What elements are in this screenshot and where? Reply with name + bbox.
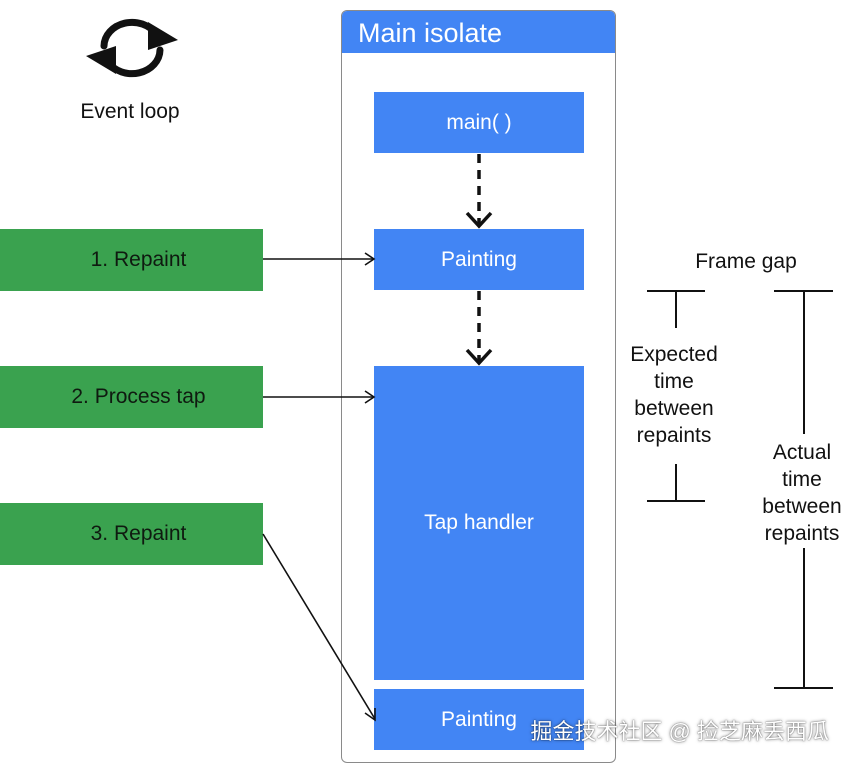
event-repaint-1: 1. Repaint <box>0 229 263 291</box>
watermark: 掘金技术社区 @ 捡芝麻丢西瓜 <box>530 719 829 744</box>
actual-line-1: Actual <box>772 441 832 464</box>
refresh-cycle-icon <box>86 18 178 78</box>
event-process-tap: 2. Process tap <box>0 366 263 428</box>
expected-line-1: Expected <box>630 343 718 366</box>
actual-line-2: time <box>782 468 822 491</box>
main-function-label: main( ) <box>446 110 512 134</box>
main-isolate-frame: Main isolate <box>341 10 616 763</box>
event-label-2: 2. Process tap <box>71 385 206 408</box>
tap-handler-label: Tap handler <box>424 511 534 534</box>
arrow-repaint-3 <box>262 533 376 720</box>
main-isolate-title: Main isolate <box>342 11 615 53</box>
expected-line-3: between <box>634 397 714 420</box>
main-function-block: main( ) <box>374 92 584 153</box>
event-loop-label: Event loop <box>80 100 180 123</box>
actual-line-4: repaints <box>764 522 840 545</box>
expected-line-2: time <box>654 370 694 393</box>
expected-line-4: repaints <box>636 424 712 447</box>
event-label-1: 1. Repaint <box>90 248 187 271</box>
frame-gap-title: Frame gap <box>695 250 797 273</box>
event-repaint-3: 3. Repaint <box>0 503 263 565</box>
actual-line-3: between <box>762 495 842 518</box>
painting-label-1: Painting <box>441 247 517 271</box>
actual-time-label: Actual time between repaints <box>746 439 851 547</box>
painting-label-2: Painting <box>441 707 517 731</box>
dashed-arrowhead-2 <box>465 348 493 366</box>
painting-block-1: Painting <box>374 229 584 290</box>
event-label-3: 3. Repaint <box>90 522 187 545</box>
tap-handler-block: Tap handler <box>374 366 584 680</box>
expected-time-label: Expected time between repaints <box>614 341 734 449</box>
dashed-arrowhead-1 <box>465 211 493 229</box>
painting-block-2: Painting <box>374 689 584 750</box>
